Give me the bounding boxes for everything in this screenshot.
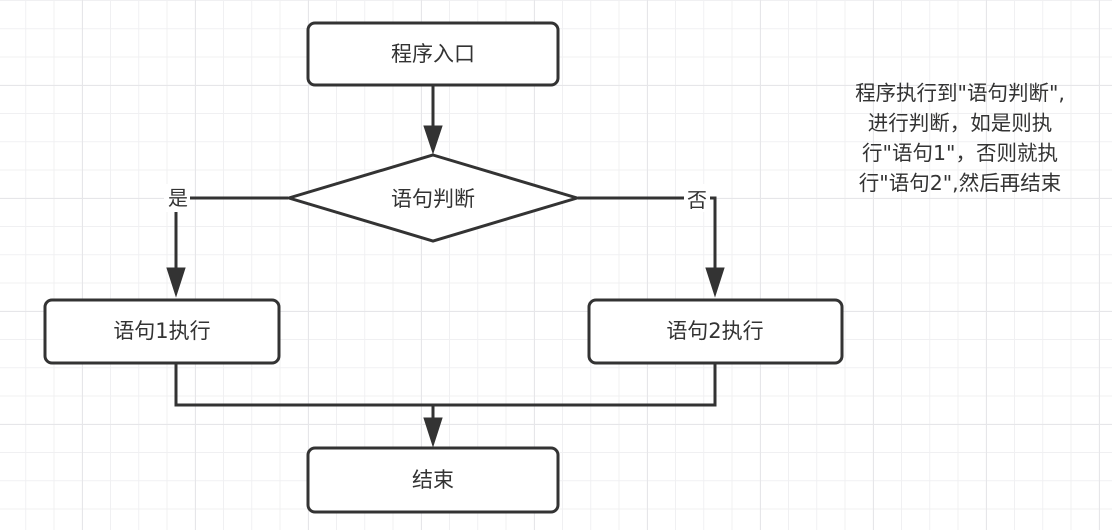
node-label: 语句判断 xyxy=(391,187,475,211)
edge-label-yes: 是 xyxy=(168,186,188,210)
edge-line[interactable] xyxy=(578,196,717,272)
annotation-text-block[interactable]: 程序执行到"语句判断", 进行判断，如是则执 行"语句1"，否则就执 行"语句2… xyxy=(812,78,1108,198)
edge-stmt2-to-end[interactable] xyxy=(423,364,717,448)
node-stmt1[interactable]: 语句1执行 xyxy=(43,298,281,365)
node-shape[interactable] xyxy=(587,298,844,365)
nodes: 程序入口 语句判断 语句1执行 语句2执行 结束 xyxy=(43,21,844,514)
node-start[interactable]: 程序入口 xyxy=(306,21,560,87)
edge-line[interactable] xyxy=(433,364,717,407)
edge-line[interactable] xyxy=(174,196,288,272)
node-label: 结束 xyxy=(412,468,454,492)
node-shape[interactable] xyxy=(43,298,281,365)
edge-stmt1-to-end[interactable] xyxy=(174,364,435,424)
annotation-line: 进行判断，如是则执 xyxy=(867,111,1053,135)
node-end[interactable]: 结束 xyxy=(306,446,560,514)
edge-start-to-decision[interactable] xyxy=(423,86,443,155)
node-shape[interactable] xyxy=(283,153,583,243)
node-stmt2[interactable]: 语句2执行 xyxy=(587,298,844,365)
annotation-line: 行"语句2",然后再结束 xyxy=(858,171,1062,195)
edge-label-background xyxy=(684,184,710,212)
node-decision[interactable]: 语句判断 xyxy=(283,153,583,243)
arrow-head-icon xyxy=(423,125,443,155)
node-label: 程序入口 xyxy=(391,42,475,66)
annotation-line: 行"语句1"，否则就执 xyxy=(862,141,1058,165)
node-label: 语句1执行 xyxy=(113,319,210,343)
annotation-line: 程序执行到"语句判断", xyxy=(855,81,1065,105)
arrow-head-icon xyxy=(166,267,186,298)
node-shape[interactable] xyxy=(306,446,560,514)
arrow-head-icon xyxy=(705,267,725,298)
edge-decision-to-stmt1[interactable]: 是 xyxy=(164,184,288,298)
node-label: 语句2执行 xyxy=(666,319,763,343)
edge-decision-to-stmt2[interactable]: 否 xyxy=(578,184,725,298)
edges: 是 否 xyxy=(164,86,725,448)
edge-label-background xyxy=(164,184,190,212)
node-shape[interactable] xyxy=(306,21,560,87)
edge-line[interactable] xyxy=(174,364,435,424)
arrow-head-icon xyxy=(423,417,443,448)
edge-label-no: 否 xyxy=(687,188,707,212)
